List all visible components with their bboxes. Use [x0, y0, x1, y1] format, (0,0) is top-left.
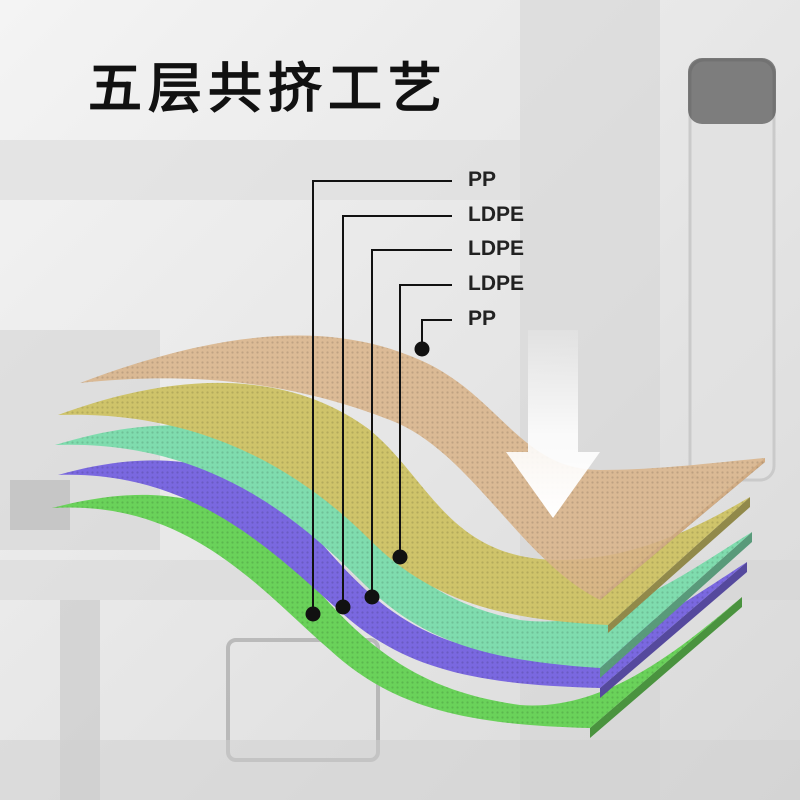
layer-label-5: PP	[468, 168, 497, 191]
down-arrow-icon	[506, 330, 600, 518]
layer-label-4: LDPE	[468, 203, 525, 226]
leader-dot-3	[364, 589, 380, 605]
leader-dot-2	[392, 549, 408, 565]
leader-line-5	[312, 180, 452, 614]
layer-label-3: LDPE	[468, 237, 525, 260]
layer-sheet-3	[55, 425, 752, 678]
leader-dot-4	[335, 599, 351, 615]
layer-label-2: LDPE	[468, 272, 525, 295]
layer-sheet-1	[80, 335, 765, 600]
leader-line-3	[371, 249, 452, 597]
leader-line-4	[342, 215, 452, 607]
layer-sheet-4	[58, 460, 747, 698]
leader-dot-1	[414, 341, 430, 357]
layer-label-1: PP	[468, 307, 497, 330]
layer-sheet-5	[52, 494, 742, 738]
leader-dot-5	[305, 606, 321, 622]
page-title: 五层共挤工艺	[88, 57, 448, 120]
leader-line-2	[399, 284, 452, 557]
leader-line-1	[421, 319, 452, 349]
